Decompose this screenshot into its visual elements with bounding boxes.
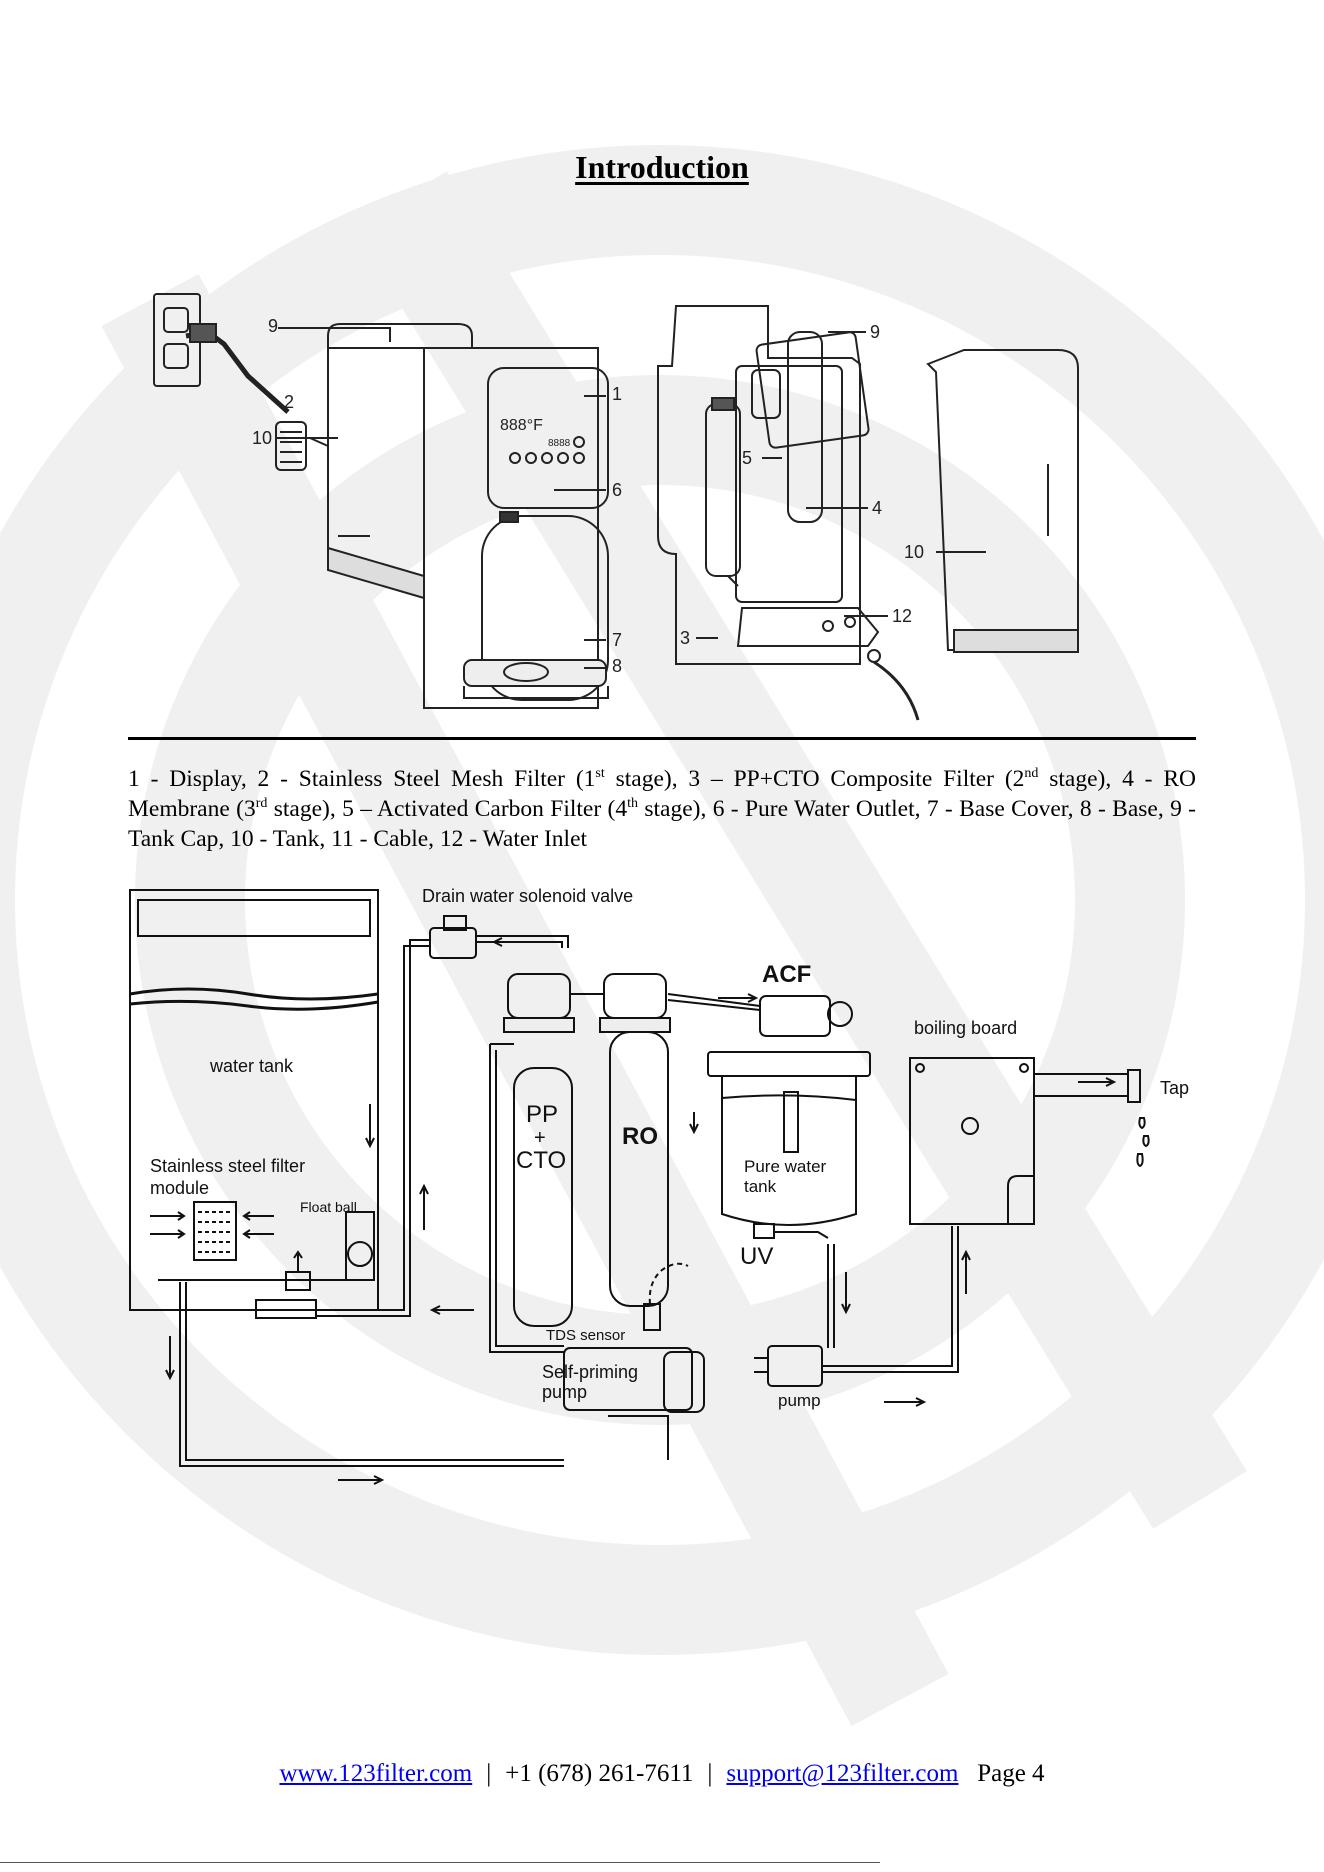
self-priming-pump — [563, 1347, 693, 1411]
callout-4: 4 — [872, 498, 882, 518]
tank-lid — [137, 899, 371, 937]
ordinal-superscript: nd — [1024, 765, 1039, 781]
ro-membrane — [609, 1031, 669, 1307]
right-machine-body — [657, 305, 861, 665]
legend-text: 1 - Display, 2 - Stainless Steel Mesh Fi… — [128, 765, 596, 792]
pp-cto-head — [507, 973, 571, 1019]
acf-filter — [759, 995, 831, 1037]
self-priming-pump-label-line2: pump — [542, 1382, 587, 1402]
display-temperature: 888°F — [500, 417, 543, 434]
callout-9-right: 9 — [870, 322, 880, 342]
self-priming-pump-label: Self-priming — [542, 1362, 638, 1382]
pure-water-tank — [721, 1076, 857, 1226]
left-machine-base-cover — [463, 659, 607, 687]
display-small-readout: 8888 — [548, 438, 571, 449]
pp-cto-filter — [705, 403, 741, 577]
website-link[interactable]: www.123filter.com — [279, 1760, 473, 1787]
acf-label: ACF — [762, 961, 811, 988]
pure-water-tank-lid — [707, 1051, 871, 1077]
legend-text: stage), 4 - RO Membrane (3 — [128, 765, 1196, 822]
tds-sensor — [643, 1303, 661, 1331]
pure-water-tank-label-line2: tank — [744, 1177, 777, 1196]
tap-pipe — [1034, 1073, 1129, 1097]
float-ball — [347, 1241, 373, 1267]
ro-head — [603, 973, 667, 1019]
activated-carbon-filter — [751, 369, 781, 419]
uv-label: UV — [740, 1243, 773, 1270]
callout-2: 2 — [284, 392, 294, 412]
drain-valve-label: Drain water solenoid valve — [422, 886, 633, 906]
page-number: Page 4 — [977, 1760, 1045, 1787]
mesh-filter — [275, 421, 307, 471]
callout-6: 6 — [612, 480, 622, 500]
support-email-link[interactable]: support@123filter.com — [726, 1760, 959, 1787]
pp-label: PP — [526, 1101, 558, 1128]
stainless-filter-module — [193, 1201, 237, 1261]
callout-10-right: 10 — [904, 542, 924, 562]
plus-label: + — [534, 1127, 546, 1149]
filter-module-label: Stainless steel filter — [150, 1156, 305, 1176]
left-machine-body — [423, 347, 599, 709]
tap-label: Tap — [1160, 1078, 1189, 1098]
section-divider — [128, 737, 1196, 740]
filter-module-label-line2: module — [150, 1178, 209, 1198]
ordinal-superscript: st — [595, 765, 605, 781]
callout-3: 3 — [680, 628, 690, 648]
detached-tank — [926, 349, 1079, 651]
phone-number: +1 (678) 261-7611 — [505, 1760, 694, 1787]
ro-membrane — [787, 331, 823, 523]
callout-5: 5 — [742, 448, 752, 468]
pp-cto-filter — [513, 1067, 573, 1327]
legend-text: stage), 3 – PP+CTO Composite Filter (2 — [604, 765, 1025, 792]
cto-label: CTO — [516, 1147, 566, 1174]
bottom-rule — [0, 1862, 880, 1863]
legend-text: stage), 5 – Activated Carbon Filter (4 — [267, 795, 628, 822]
water-tank — [129, 889, 379, 1311]
callout-1: 1 — [612, 384, 622, 404]
boiling-board-label: boiling board — [914, 1018, 1017, 1038]
ordinal-superscript: th — [627, 795, 638, 811]
callout-8: 8 — [612, 656, 622, 676]
boiling-board — [909, 1057, 1035, 1225]
water-flow-schematic: Drain water solenoid valve ACF boiling b… — [129, 886, 1189, 1485]
pump — [767, 1345, 823, 1387]
page-title: Introduction — [575, 149, 749, 186]
footer-separator: | — [486, 1760, 492, 1787]
callout-9-left: 9 — [268, 316, 278, 336]
callout-12: 12 — [892, 606, 912, 626]
right-machine-tank-cap — [755, 331, 870, 449]
water-tank-label: water tank — [209, 1056, 294, 1076]
callout-7: 7 — [612, 630, 622, 650]
uv-lamp — [753, 1223, 775, 1239]
tds-sensor-label: TDS sensor — [546, 1327, 625, 1344]
page-footer: www.123filter.com | +1 (678) 261-7611 | supp… — [0, 1760, 1324, 1788]
callout-10-left: 10 — [252, 428, 272, 448]
ordinal-superscript: rd — [255, 795, 268, 811]
pump-label: pump — [778, 1391, 821, 1410]
pure-water-tank-label: Pure water — [744, 1157, 827, 1176]
ro-label: RO — [622, 1123, 658, 1150]
product-parts-diagram: 888°F 8888 9 10 2 1 6 7 8 9 5 4 3 12 10 — [153, 293, 1079, 721]
float-ball-label: Float ball — [300, 1199, 357, 1215]
legend-text: stage), 6 - Pure Water Outlet, 7 - Base … — [128, 795, 1196, 852]
drain-solenoid-valve — [429, 927, 477, 959]
left-machine-display-panel — [487, 367, 609, 509]
parts-legend: 1 - Display, 2 - Stainless Steel Mesh Fi… — [128, 764, 1196, 854]
footer-separator: | — [707, 1760, 713, 1787]
